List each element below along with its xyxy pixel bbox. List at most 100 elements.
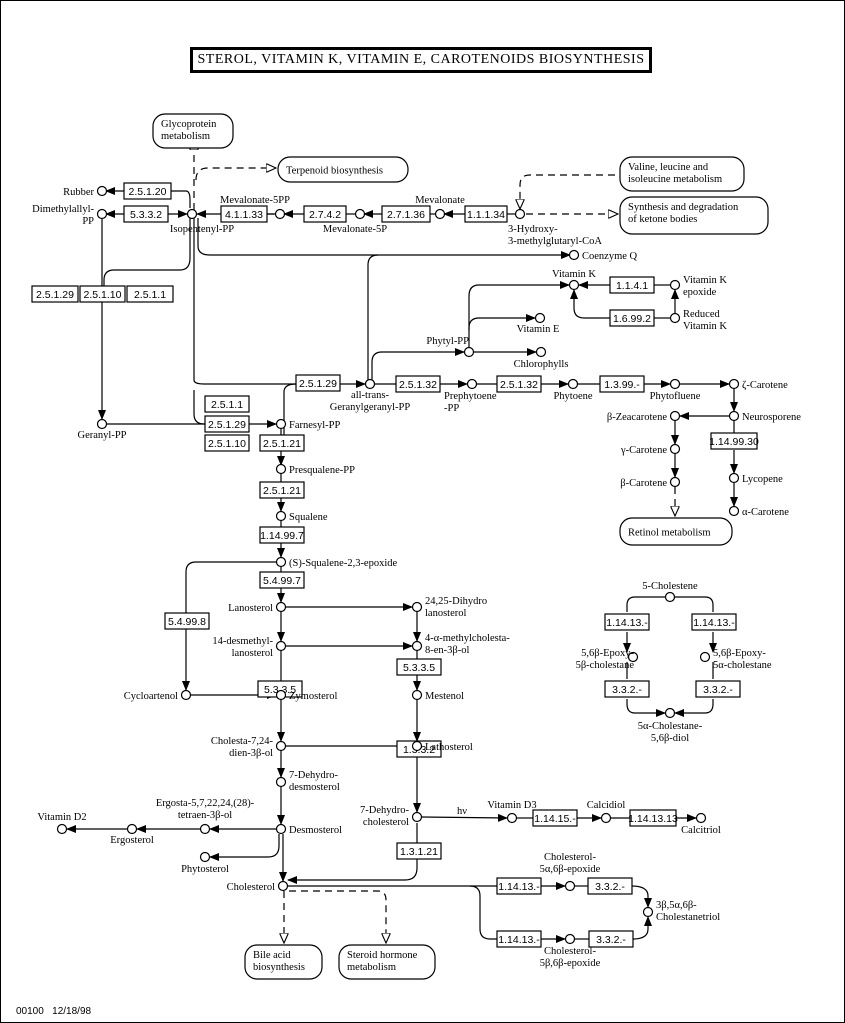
enzyme-1-14-99-7[interactable]: 1.14.99.7 (259, 526, 305, 544)
compound-chloro[interactable]: Chlorophylls (514, 346, 569, 371)
compound-node[interactable] (535, 346, 547, 358)
compound-phytoene[interactable]: Phytoene (553, 378, 593, 403)
compound-node[interactable] (695, 812, 707, 824)
enzyme-3-3-2--[interactable]: 3.3.2.- (604, 680, 650, 698)
compound-presq[interactable]: Presqualene-PP (275, 463, 356, 477)
enzyme-1-1-4-1[interactable]: 1.1.4.1 (609, 276, 655, 294)
compound-node[interactable] (411, 640, 423, 652)
enzyme-2-7-4-2[interactable]: 2.7.4.2 (303, 205, 347, 223)
compound-vitd3[interactable]: Vitamin D3 (487, 800, 537, 824)
enzyme-2-5-1-1[interactable]: 2.5.1.1 (204, 395, 250, 413)
compound-node[interactable] (186, 208, 198, 220)
compound-cholbepox[interactable]: Cholesterol-5β,6β-epoxide (540, 933, 601, 970)
enzyme-2-5-1-20[interactable]: 2.5.1.20 (123, 182, 172, 200)
compound-desmo[interactable]: Desmosterol (275, 823, 343, 837)
compound-node[interactable] (275, 823, 287, 835)
compound-node[interactable] (564, 880, 576, 892)
compound-node[interactable] (728, 472, 740, 484)
compound-node[interactable] (669, 443, 681, 455)
enzyme-2-5-1-29[interactable]: 2.5.1.29 (295, 374, 341, 392)
compound-node[interactable] (728, 505, 740, 517)
compound-node[interactable] (669, 378, 681, 390)
compound-node[interactable] (275, 556, 287, 568)
compound-coq[interactable]: Coenzyme Q (568, 249, 638, 263)
compound-node[interactable] (669, 312, 681, 324)
compound-phytylpp[interactable]: Phytyl-PP (426, 336, 475, 358)
compound-gpp[interactable]: Geranyl-PP (78, 418, 127, 442)
compound-cholestadien[interactable]: Cholesta-7,24-dien-3β-ol (211, 736, 287, 759)
compound-chol[interactable]: Cholesterol (227, 880, 289, 894)
enzyme-3-3-2--[interactable]: 3.3.2.- (588, 930, 634, 948)
compound-mev5pp[interactable]: Mevalonate-5PP (220, 195, 290, 220)
enzyme-5-3-3-2[interactable]: 5.3.3.2 (123, 205, 169, 223)
compound-node[interactable] (642, 906, 654, 918)
enzyme-3-3-2--[interactable]: 3.3.2.- (587, 877, 633, 895)
compound-node[interactable] (275, 640, 287, 652)
enzyme-1-14-15--[interactable]: 1.14.15.- (532, 809, 578, 827)
enzyme-2-5-1-32[interactable]: 2.5.1.32 (395, 375, 441, 393)
compound-cholaepox[interactable]: Cholesterol-5α,6β-epoxide (540, 852, 601, 892)
compound-node[interactable] (199, 823, 211, 835)
compound-epoxb[interactable]: 5,6β-Epoxy-5β-cholestane (576, 648, 639, 671)
map-link-terpenoid[interactable]: Terpenoid biosynthesis (277, 156, 409, 183)
enzyme-4-1-1-33[interactable]: 4.1.1.33 (220, 205, 268, 223)
compound-node[interactable] (466, 378, 478, 390)
compound-node[interactable] (463, 346, 475, 358)
compound-node[interactable] (354, 208, 366, 220)
compound-node[interactable] (568, 249, 580, 261)
compound-node[interactable] (506, 812, 518, 824)
enzyme-1-14-13--[interactable]: 1.14.13.- (496, 930, 542, 948)
compound-epoxa[interactable]: 5,6β-Epoxy-5α-cholestane (699, 648, 772, 671)
compound-node[interactable] (669, 279, 681, 291)
compound-vitk[interactable]: Vitamin K (552, 269, 596, 291)
compound-mestenol[interactable]: Mestenol (411, 689, 465, 703)
map-link-retinol[interactable]: Retinol metabolism (619, 517, 733, 546)
compound-node[interactable] (275, 740, 287, 752)
compound-neuro[interactable]: Neurosporene (728, 410, 802, 424)
compound-bcar[interactable]: β-Carotene (620, 476, 681, 490)
enzyme-5-4-99-8[interactable]: 5.4.99.8 (164, 612, 210, 630)
compound-squal[interactable]: Squalene (275, 510, 328, 524)
compound-prephyt[interactable]: Prephytoene-PP (444, 378, 497, 415)
compound-node[interactable] (664, 707, 676, 719)
compound-node[interactable] (96, 208, 108, 220)
compound-node[interactable] (411, 740, 423, 752)
compound-hmgcoa[interactable]: 3-Hydroxy-3-methylglutaryl-CoA (508, 208, 602, 248)
compound-ergtetra[interactable]: Ergosta-5,7,22,24,(28)-tetraen-3β-ol (156, 798, 255, 835)
compound-lyco[interactable]: Lycopene (728, 472, 784, 486)
compound-node[interactable] (664, 591, 676, 603)
compound-node[interactable] (627, 651, 639, 663)
compound-node[interactable] (568, 279, 580, 291)
compound-node[interactable] (275, 601, 287, 613)
compound-node[interactable] (434, 208, 446, 220)
compound-hv[interactable]: hν (457, 806, 467, 817)
enzyme-2-5-1-21[interactable]: 2.5.1.21 (259, 434, 305, 452)
enzyme-1-1-1-34[interactable]: 1.1.1.34 (464, 205, 508, 223)
enzyme-1-14-13--[interactable]: 1.14.13.- (496, 877, 542, 895)
enzyme-1-6-99-2[interactable]: 1.6.99.2 (609, 309, 655, 327)
compound-node[interactable] (669, 410, 681, 422)
compound-node[interactable] (199, 851, 211, 863)
compound-zcar[interactable]: ζ-Carotene (728, 378, 789, 392)
enzyme-1-14-13--[interactable]: 1.14.13.- (691, 613, 737, 631)
enzyme-1-14-13-13[interactable]: 1.14.13.13 (628, 809, 678, 827)
compound-bzea[interactable]: β-Zeacarotene (607, 410, 681, 424)
compound-latho[interactable]: Lathosterol (411, 740, 473, 754)
compound-triol[interactable]: 3β,5α,6β-Cholestanetriol (642, 900, 721, 923)
compound-node[interactable] (275, 689, 287, 701)
compound-node[interactable] (180, 689, 192, 701)
compound-methylchol[interactable]: 4-α-methylcholesta-8-en-3β-ol (411, 633, 511, 656)
compound-node[interactable] (411, 601, 423, 613)
compound-rubber[interactable]: Rubber (63, 185, 108, 199)
compound-cholestene[interactable]: 5-Cholestene (642, 581, 698, 603)
compound-ggpp[interactable]: all-trans-Geranylgeranyl-PP (330, 378, 411, 414)
compound-ergo[interactable]: Ergosterol (110, 823, 154, 847)
compound-vitd2[interactable]: Vitamin D2 (37, 812, 87, 835)
compound-mev5p[interactable]: Mevalonate-5P (323, 208, 387, 236)
compound-node[interactable] (567, 378, 579, 390)
